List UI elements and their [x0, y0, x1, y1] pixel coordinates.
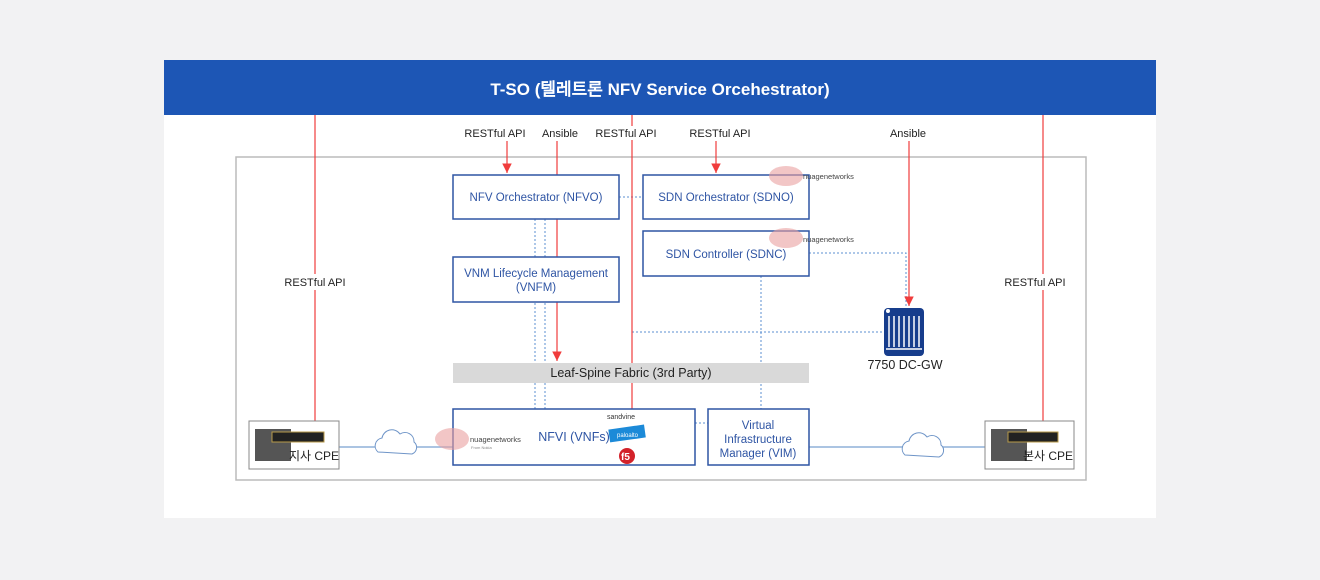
- nuage-logo: nuagenetworks nuagenetworks nuagenetwork…: [435, 166, 854, 450]
- label-restful-api: RESTful API: [1004, 277, 1065, 289]
- svg-text:paloalto: paloalto: [617, 433, 639, 439]
- label-ansible: Ansible: [542, 128, 578, 140]
- vim-label: Infrastructure: [724, 434, 792, 446]
- svg-text:nuagenetworks: nuagenetworks: [803, 235, 854, 244]
- svg-text:nuagenetworks: nuagenetworks: [803, 172, 854, 181]
- hq-cpe: 본사 CPE: [984, 420, 1075, 470]
- vnfm-box: [452, 256, 620, 303]
- cloud-icon: [374, 429, 418, 455]
- svg-text:nuagenetworks: nuagenetworks: [470, 435, 521, 444]
- system-boundary: [235, 156, 1087, 481]
- nfvo-label: NFV Orchestrator (NFVO): [470, 192, 603, 204]
- page-title: T-SO (텔레트론 NFV Service Orcehestrator): [164, 60, 1156, 115]
- label-ansible: Ansible: [890, 128, 926, 140]
- vim-box: [707, 408, 810, 466]
- svg-text:From Nokia: From Nokia: [471, 445, 492, 450]
- sdnc-label: SDN Controller (SDNC): [666, 249, 787, 261]
- f5-logo: f5: [619, 448, 635, 464]
- router-icon: [884, 308, 924, 356]
- vim-label: Virtual: [742, 420, 774, 432]
- nfvo-box: [452, 174, 620, 220]
- label-restful-api: RESTful API: [284, 277, 345, 289]
- sdno-label: SDN Orchestrator (SDNO): [658, 192, 794, 204]
- label-restful-api: RESTful API: [689, 128, 750, 140]
- dc-gw-label: 7750 DC-GW: [867, 358, 942, 372]
- cloud-icon: [901, 432, 945, 458]
- vnfm-label: (VNFM): [516, 282, 556, 294]
- svg-text:sandvine: sandvine: [607, 414, 635, 421]
- branch-cpe: 지사 CPE: [248, 420, 340, 470]
- paloalto-logo: paloalto: [608, 424, 646, 443]
- vnfm-label: VNM Lifecycle Management: [464, 268, 609, 280]
- vim-label: Manager (VIM): [720, 448, 797, 460]
- hq-cpe-label: 본사 CPE: [1023, 449, 1073, 463]
- fabric-bar: [453, 363, 809, 383]
- label-restful-api: RESTful API: [464, 128, 525, 140]
- label-restful-api: RESTful API: [595, 128, 656, 140]
- nfvi-label: NFVI (VNFs): [538, 430, 610, 444]
- branch-cpe-label: 지사 CPE: [289, 449, 339, 463]
- nfvi-box: [452, 408, 696, 466]
- sandvine-logo: sandvine: [607, 414, 635, 421]
- fabric-label: Leaf-Spine Fabric (3rd Party): [550, 366, 711, 380]
- svg-text:f5: f5: [621, 452, 630, 463]
